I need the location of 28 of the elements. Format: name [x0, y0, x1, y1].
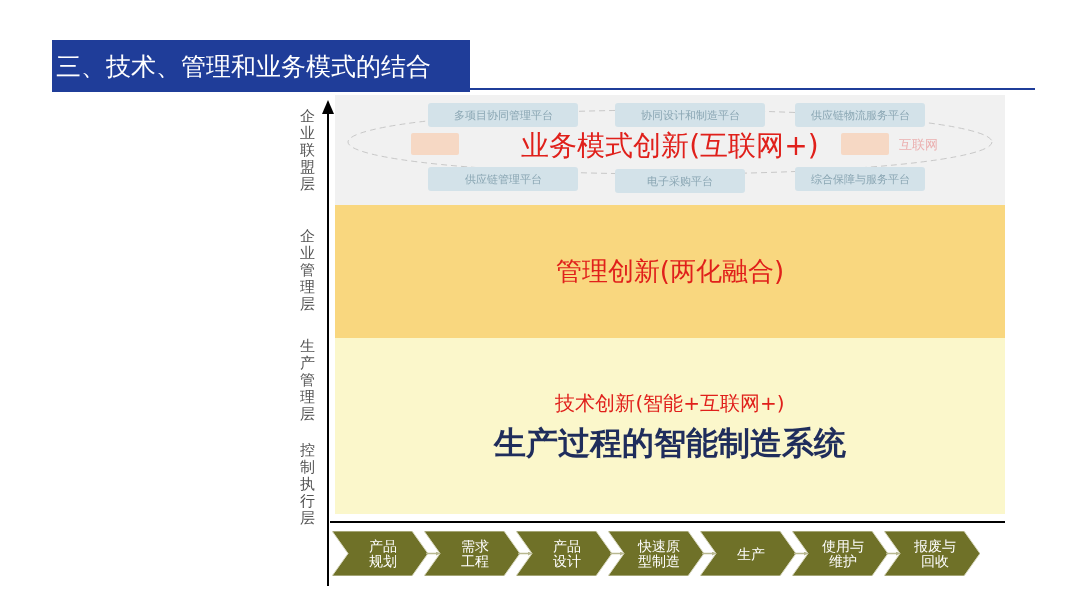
tag-box [411, 133, 459, 155]
process-step: 需求工程 [424, 531, 520, 576]
band-subtitle: 技术创新(智能+互联网+) [554, 390, 786, 417]
layer-label: 控制执行层 [299, 442, 315, 527]
platform-box: 供应链物流服务平台 [795, 103, 925, 127]
band-title: 管理创新(两化融合) [555, 255, 785, 288]
process-step: 快速原型制造 [608, 531, 704, 576]
platform-box: 协同设计和制造平台 [615, 103, 765, 127]
process-step: 生产 [700, 531, 796, 576]
layer-label: 企业联盟层 [299, 108, 315, 193]
platform-label: 互联网 [899, 136, 938, 154]
layer-label: 生产管理层 [299, 338, 315, 423]
process-step: 报废与回收 [884, 531, 980, 576]
layer-band [335, 95, 1005, 205]
platform-box: 供应链管理平台 [428, 167, 578, 191]
band-title: 业务模式创新(互联网+) [521, 128, 819, 164]
process-step: 产品设计 [516, 531, 612, 576]
process-step: 使用与维护 [792, 531, 888, 576]
title-banner: 三、技术、管理和业务模式的结合 [52, 40, 470, 92]
layer-band [335, 205, 1005, 338]
platform-box: 多项目协同管理平台 [428, 103, 578, 127]
layer-label: 企业管理层 [299, 228, 315, 313]
tag-box [841, 133, 889, 155]
platform-box: 电子采购平台 [615, 169, 745, 193]
layer-band [335, 338, 1005, 514]
band-title: 生产过程的智能制造系统 [492, 423, 847, 464]
process-step: 产品规划 [332, 531, 428, 576]
platform-box: 综合保障与服务平台 [795, 167, 925, 191]
